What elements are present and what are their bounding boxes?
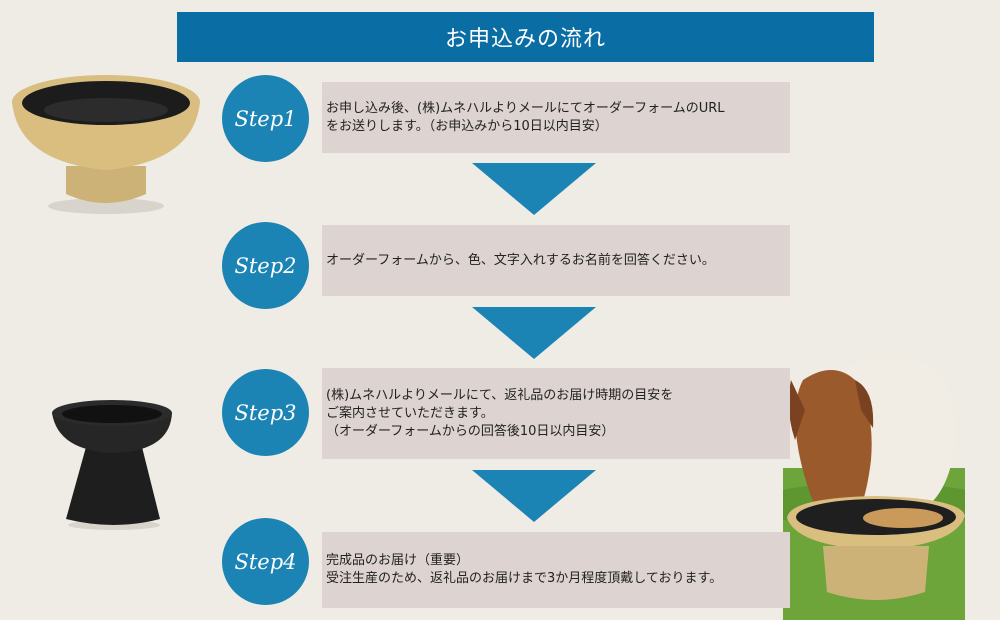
step2-text-line: オーダーフォームから、色、文字入れするお名前を回答ください。 (326, 252, 715, 268)
dog-eating-photo (783, 350, 965, 620)
down-arrow-icon (472, 307, 596, 359)
step2-description: オーダーフォームから、色、文字入れするお名前を回答ください。 (322, 225, 790, 296)
down-arrow-icon (472, 163, 596, 215)
step4-badge: Step4 (222, 518, 309, 605)
yellow-bowl-photo (12, 75, 200, 214)
page-title: お申込みの流れ (177, 12, 874, 62)
step4-text-line: 完成品のお届け（重要） (326, 553, 470, 568)
black-bowl-photo (52, 400, 172, 530)
step1-badge: Step1 (222, 75, 309, 162)
step3-description: (株)ムネハルよりメールにて、返礼品のお届け時期の目安を ご案内させていただきま… (322, 368, 790, 459)
step1-text-line: お申し込み後、(株)ムネハルよりメールにてオーダーフォームのURL (326, 100, 725, 116)
step3-text-line: （オーダーフォームからの回答後10日以内目安） (326, 423, 615, 439)
step3-text-line: ご案内させていただきます。 (326, 405, 494, 421)
step1-text-line: をお送りします。（お申込みから10日以内目安） (326, 118, 608, 134)
down-arrow-icon (472, 470, 596, 522)
step2-badge: Step2 (222, 222, 309, 309)
step4-description: 完成品のお届け（重要） 受注生産のため、返礼品のお届けまで3か月程度頂戴しており… (322, 532, 790, 608)
step1-description: お申し込み後、(株)ムネハルよりメールにてオーダーフォームのURL をお送りしま… (322, 82, 790, 153)
step4-text-line: 受注生産のため、返礼品のお届けまで3か月程度頂戴しております。 (326, 571, 723, 586)
step3-text-line: (株)ムネハルよりメールにて、返礼品のお届け時期の目安を (326, 387, 674, 403)
step3-badge: Step3 (222, 369, 309, 456)
